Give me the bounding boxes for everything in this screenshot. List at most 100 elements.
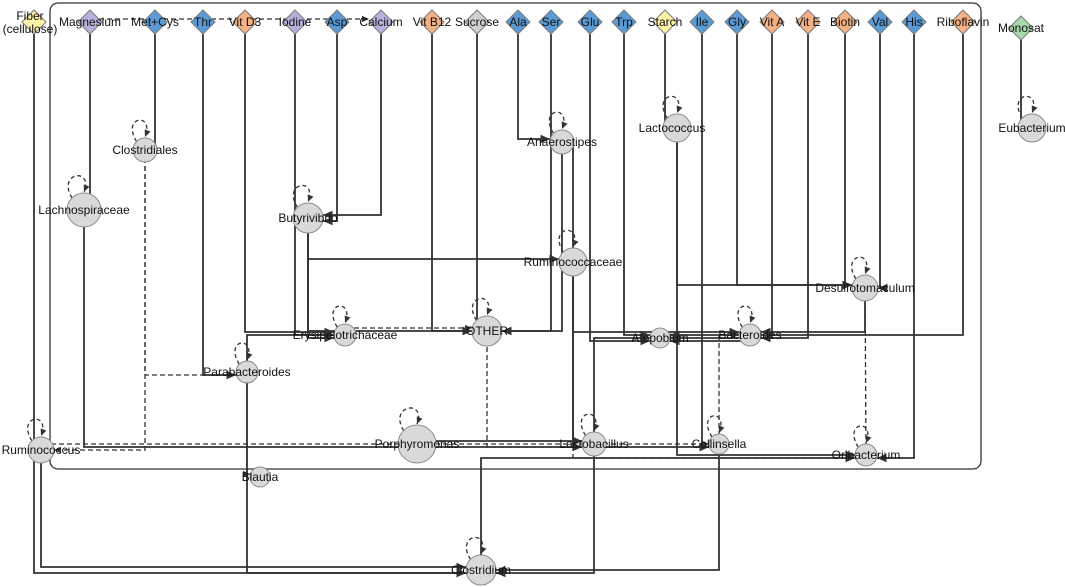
taxon-node-clostridium: Clostridium: [451, 554, 511, 586]
taxon-circle: [465, 554, 497, 586]
nutrient-node-trp: Trp: [611, 9, 637, 35]
nutrient-label: Ile: [696, 15, 709, 29]
taxon-node-desulfotomaculum: Desulfotomaculum: [815, 274, 915, 302]
taxon-label: Erysipelotrichaceae: [293, 328, 398, 342]
nutrient-diamond: [867, 9, 893, 35]
nutrient-diamond: [77, 9, 103, 35]
taxon-label: Anaerostipes: [527, 135, 597, 149]
edge-val-to-desulfotomaculum: [878, 34, 888, 293]
nutrient-node-vitd3: Vit D3: [229, 9, 262, 35]
taxon-node-ruminococcus: Ruminococcus: [2, 436, 80, 464]
edge-ruminococcaceae-to-oribacterium: [572, 262, 855, 462]
taxon-label: Bacteroides: [718, 328, 781, 342]
nutrient-label: Monosat: [998, 21, 1045, 35]
nutrient-label: Biotin: [830, 15, 860, 29]
nutrient-diamond: [795, 9, 821, 35]
nutrient-node-vita: Vit A: [759, 9, 785, 35]
taxon-node-lactococcus: Lactococcus: [639, 113, 706, 143]
nutrient-diamond: [611, 9, 637, 35]
taxon-node-ruminococcaceae: Ruminococcaceae: [524, 247, 623, 277]
nutrient-label: His: [905, 15, 922, 29]
taxon-node-other: OTHER: [466, 315, 508, 347]
nutrient-diamond: [419, 9, 445, 35]
taxon-node-parabacteroides: Parabacteroides: [203, 360, 291, 384]
taxon-node-blautia: Blautia: [242, 466, 279, 488]
nutrient-node-ser: Ser: [538, 9, 564, 35]
taxon-label: Parabacteroides: [203, 365, 290, 379]
self-loop-oribacterium: [853, 425, 872, 448]
nutrient-node-monosat: Monosat: [998, 15, 1045, 41]
self-loop-lactococcus: [662, 95, 683, 119]
taxon-label: OTHER: [466, 324, 508, 338]
nutrient-diamond: [577, 9, 603, 35]
nutrient-label: Vit E: [795, 15, 820, 29]
self-loop-collinsella: [706, 415, 725, 438]
taxon-label: Lachnospiraceae: [38, 203, 130, 217]
nutrient-label: (cellulose): [3, 22, 58, 36]
nutrient-label: Val: [872, 15, 888, 29]
nutrient-node-thr: Thr: [190, 9, 216, 35]
taxon-label: Porphyromonas: [375, 437, 460, 451]
nutrient-node-asp: Asp: [324, 9, 350, 35]
taxon-node-lactobacillus: Lactobacillus: [559, 431, 629, 457]
nutrient-diamond: [282, 9, 308, 35]
nutrient-label: Glu: [581, 15, 600, 29]
edge-lactococcus-to-oribacterium: [676, 128, 855, 460]
taxon-node-erysipelotrichaceae: Erysipelotrichaceae: [293, 323, 398, 347]
self-loop-lachnospiraceae: [67, 175, 90, 199]
taxon-circle: [558, 247, 588, 277]
self-loop-other: [471, 297, 493, 321]
nutrient-label: Vit B12: [413, 15, 452, 29]
nutrient-label: Riboflavin: [937, 15, 990, 29]
nutrient-diamond: [901, 9, 927, 35]
nutrient-diamond: [724, 9, 750, 35]
nutrient-diamond: [1008, 15, 1034, 41]
edges-layer: [27, 15, 1038, 578]
nutrient-label: Sucrose: [455, 15, 499, 29]
taxon-circle: [292, 202, 324, 234]
nutrient-diamond: [142, 9, 168, 35]
nutrient-node-riboflavin: Riboflavin: [937, 9, 990, 35]
taxon-circle: [708, 433, 730, 455]
taxon-label: Butyrivibrio: [278, 211, 338, 225]
taxon-label: Lactococcus: [639, 121, 706, 135]
nutrient-label: Fiber: [16, 9, 43, 23]
nutrient-label: Starch: [648, 15, 683, 29]
edge-vite-to-bacteroides: [761, 34, 809, 343]
taxon-node-lachnospiraceae: Lachnospiraceae: [38, 192, 130, 228]
nutrient-node-starch: Starch: [648, 9, 683, 35]
nutrient-label: Magnesium: [59, 15, 121, 29]
edge-clostridium-to-oribacterium: [480, 453, 855, 570]
taxon-label: Oribacterium: [832, 448, 901, 462]
edge-monosat-to-eubacterium: [1018, 40, 1028, 133]
edge-his-to-oribacterium: [877, 34, 915, 463]
nutrient-diamond: [689, 9, 715, 35]
nutrient-node-vite: Vit E: [795, 9, 821, 35]
taxon-circle: [66, 192, 102, 228]
taxon-circle: [249, 466, 271, 488]
nutrient-label: Calcium: [359, 15, 402, 29]
self-loop-clostridium: [465, 536, 487, 560]
edge-ruminococcaceae-to-bacteroides: [572, 262, 739, 337]
self-loop-ruminococcaceae: [558, 229, 579, 253]
self-loop-clostridiales: [131, 119, 151, 142]
edge-vita-to-atopobium: [670, 34, 773, 343]
self-loop-erysipelotrichaceae: [332, 305, 351, 328]
nutrient-node-gly: Gly: [724, 9, 750, 35]
taxon-circle: [549, 129, 575, 155]
nutrient-node-calcium: Calcium: [359, 9, 403, 35]
nutrient-label: Vit A: [760, 15, 784, 29]
nutrient-node-ile: Ile: [689, 9, 715, 35]
nutrient-label: Trp: [615, 15, 633, 29]
edge-butyrivibrio-to-erysipelotrichaceae: [307, 218, 334, 343]
edge-gly-to-desulfotomaculum: [736, 34, 852, 290]
nutrient-node-sucrose: Sucrose: [455, 9, 499, 35]
nutrient-diamond: [368, 9, 394, 35]
edge-collinsella-to-bacteroides: [718, 331, 739, 444]
taxon-label: Clostridiales: [112, 143, 177, 157]
taxon-label: Blautia: [242, 470, 279, 484]
edge-vitb12-to-other: [431, 34, 472, 336]
nutrient-label: Met+Cys: [131, 15, 179, 29]
nutrient-diamond: [324, 9, 350, 35]
